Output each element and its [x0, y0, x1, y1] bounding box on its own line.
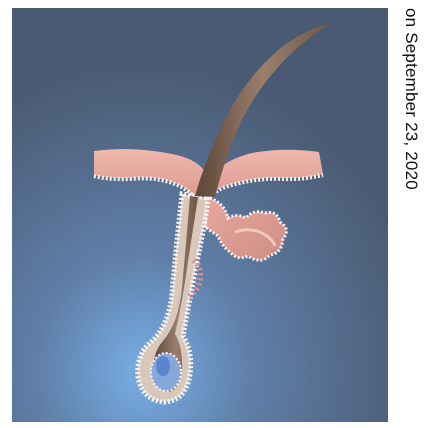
- illustration-svg: [12, 8, 388, 422]
- hair-follicle-illustration: [12, 8, 388, 422]
- side-note-text: on September 23, 2020: [400, 8, 422, 428]
